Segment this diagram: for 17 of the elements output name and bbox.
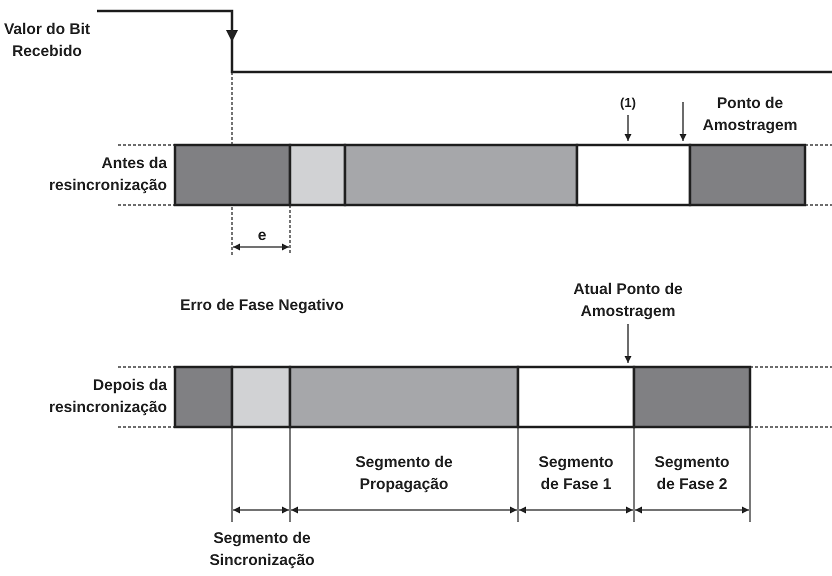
arrow	[624, 324, 632, 363]
annotation-label: Erro de Fase Negativo	[179, 296, 345, 316]
bit-timing-bar	[174, 144, 806, 206]
segment-label: Segmento de Fase 1	[538, 453, 614, 495]
row-label: Depois da resincronização	[48, 376, 167, 418]
bit-timing-bar	[174, 366, 752, 428]
segment-label: Segmento de Fase 2	[654, 453, 730, 495]
arrow	[624, 115, 632, 141]
segment-label: Segmento de Propagação	[354, 453, 454, 495]
segment-label: Segmento de Sincronização	[208, 529, 316, 571]
callout-label: (1)	[608, 92, 648, 114]
arrow	[680, 102, 686, 141]
dimension-label: e	[256, 226, 268, 246]
callout-label: Atual Ponto de Amostragem	[563, 279, 693, 323]
signal-label: Valor do Bit Recebido	[2, 20, 92, 62]
row-label: Antes da resincronização	[48, 154, 167, 196]
callout-label: Ponto de Amostragem	[695, 93, 805, 137]
